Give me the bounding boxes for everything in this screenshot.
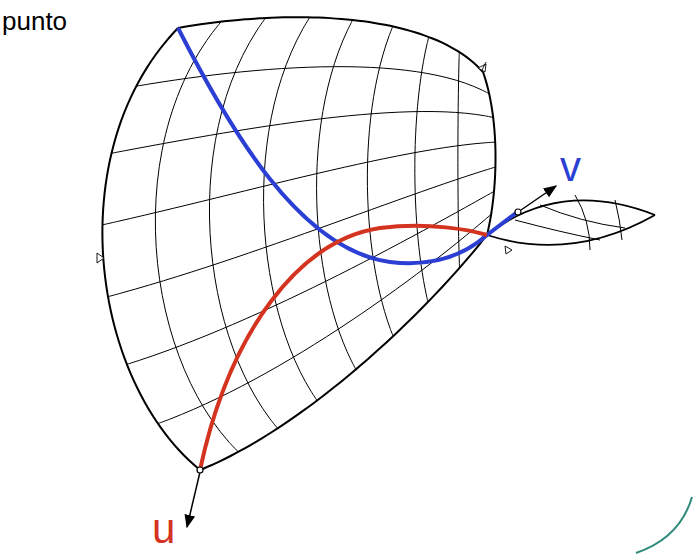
flap-edge — [487, 215, 655, 245]
mesh-line — [158, 214, 491, 423]
point-label: punto — [2, 8, 67, 34]
mesh-line — [483, 72, 496, 235]
mesh-line — [200, 235, 487, 470]
mesh-line — [317, 20, 356, 369]
mesh-line — [136, 67, 489, 94]
u-arrow — [187, 472, 200, 527]
axis-label: v — [560, 146, 581, 188]
mesh-line — [458, 52, 460, 268]
mesh-line — [127, 191, 494, 364]
mesh-line — [367, 26, 393, 336]
surface-mesh — [102, 17, 495, 470]
axis-label: u — [152, 508, 175, 550]
v-curve — [178, 28, 516, 263]
mesh-line — [178, 17, 483, 72]
point-marker — [515, 209, 521, 215]
u-curve — [200, 226, 487, 470]
mesh-line — [102, 28, 200, 470]
mesh-line — [112, 112, 494, 154]
corner-decoration — [636, 497, 692, 553]
corner-marker — [97, 62, 512, 263]
mesh-line — [108, 167, 495, 297]
mesh-line — [264, 17, 318, 400]
point-marker — [197, 467, 203, 473]
mesh-line — [209, 18, 277, 428]
v-arrow — [521, 186, 556, 210]
